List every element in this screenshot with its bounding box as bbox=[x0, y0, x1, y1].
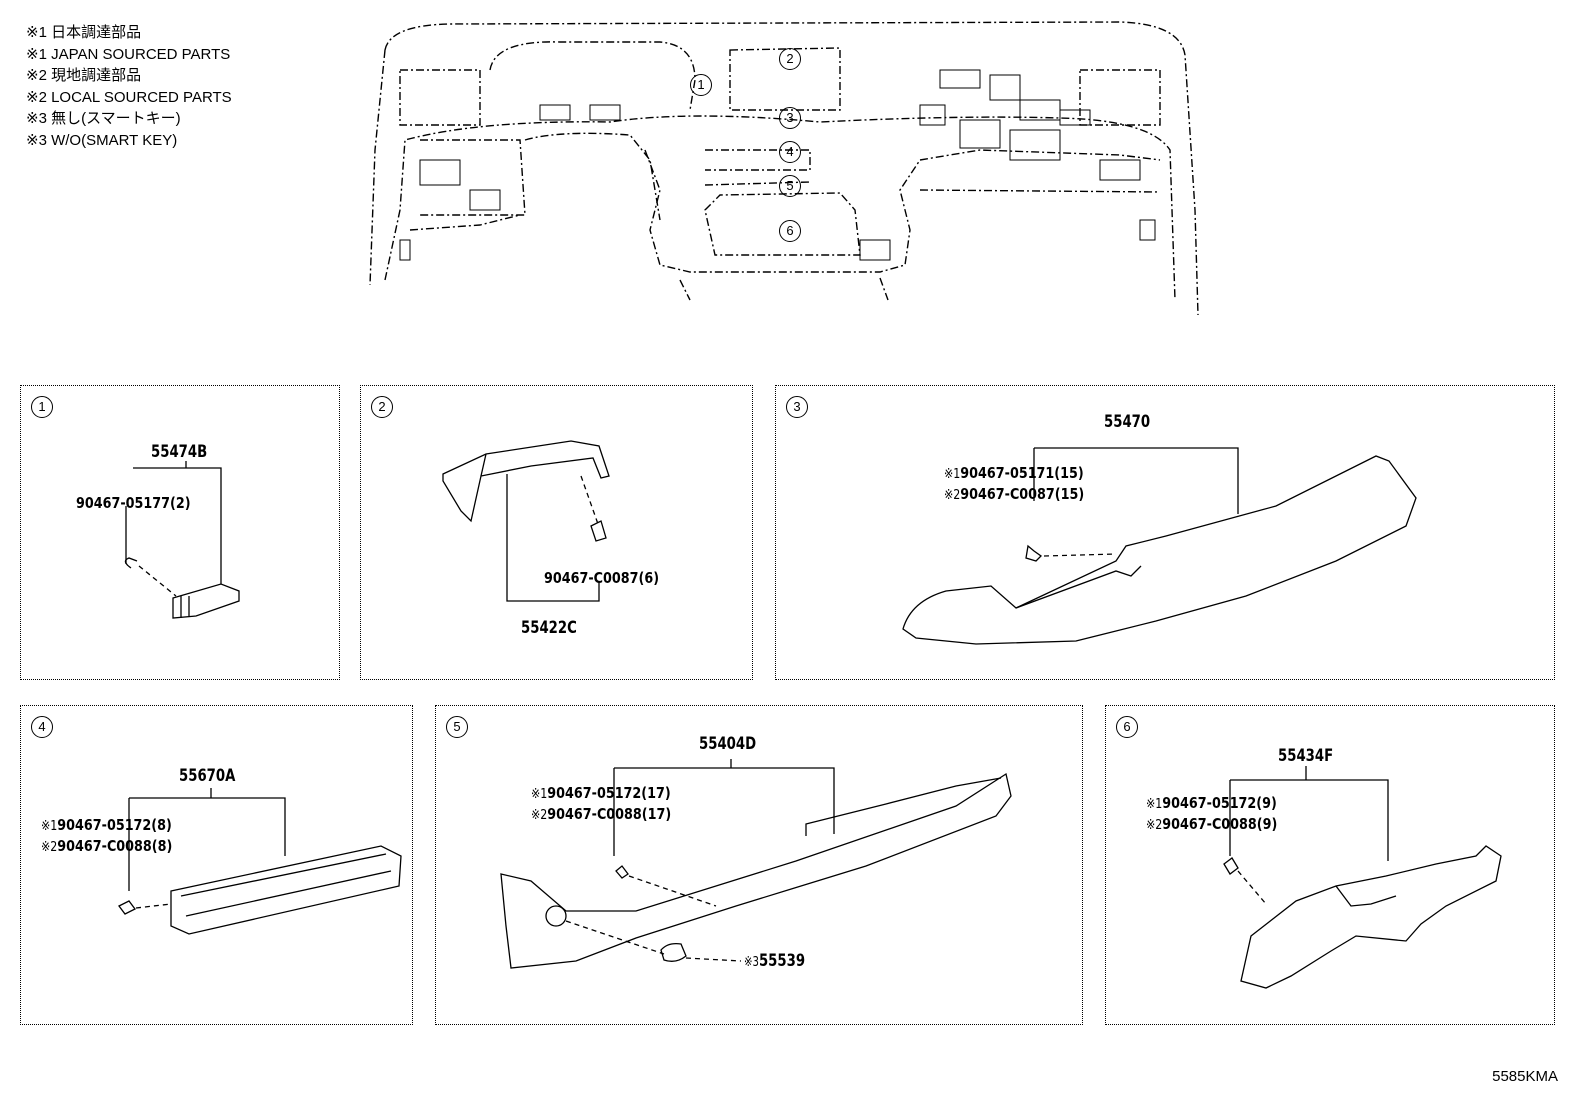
legend-line: ※2 LOCAL SOURCED PARTS bbox=[26, 88, 232, 106]
fastener-part-number-japan: ※190467-05172(8) bbox=[41, 816, 172, 834]
panel-3-drawing bbox=[902, 447, 1417, 645]
panel-1-number: 1 bbox=[31, 396, 53, 418]
panel-4-drawing bbox=[118, 788, 402, 935]
panel-5-drawing bbox=[500, 759, 1012, 969]
overview-marker-4: 4 bbox=[779, 141, 801, 163]
fastener-part-number-japan: ※190467-05172(9) bbox=[1146, 794, 1277, 812]
overview-marker-3: 3 bbox=[779, 107, 801, 129]
part-number-55670A: 55670A bbox=[179, 766, 236, 786]
part-number-55470: 55470 bbox=[1104, 412, 1151, 432]
panel-6-number: 6 bbox=[1116, 716, 1138, 738]
legend-line: ※1 JAPAN SOURCED PARTS bbox=[26, 45, 231, 63]
fastener-part-number-local: ※290467-C0087(15) bbox=[944, 485, 1085, 503]
fastener-part-number: 90467-C0087(6) bbox=[544, 569, 660, 587]
fastener-part-number-local: ※290467-C0088(17) bbox=[531, 805, 672, 823]
part-number-55474B: 55474B bbox=[151, 442, 208, 462]
panel-6: 6 55434F ※190467-05172(9) ※290467-C0088(… bbox=[1105, 705, 1555, 1025]
fastener-part-number: 90467-05177(2) bbox=[76, 494, 191, 512]
legend-line: ※1 日本調達部品 bbox=[26, 24, 142, 41]
panel-4-number: 4 bbox=[31, 716, 53, 738]
part-number-55422C: 55422C bbox=[521, 618, 577, 638]
legend: ※1 日本調達部品 ※1 JAPAN SOURCED PARTS ※2 現地調達… bbox=[26, 22, 232, 151]
part-number-55404D: 55404D bbox=[699, 734, 757, 754]
legend-line: ※2 現地調達部品 bbox=[26, 67, 142, 84]
fastener-part-number-local: ※290467-C0088(8) bbox=[41, 837, 173, 855]
fastener-part-number-japan: ※190467-05171(15) bbox=[944, 464, 1084, 482]
part-number-55539: ※355539 bbox=[744, 951, 806, 971]
legend-line: ※3 無し(スマートキー) bbox=[26, 110, 181, 127]
overview-marker-6: 6 bbox=[779, 220, 801, 242]
dashboard-overview: 1 2 3 4 5 6 bbox=[360, 10, 1220, 320]
overview-marker-2: 2 bbox=[779, 48, 801, 70]
panel-2-number: 2 bbox=[371, 396, 393, 418]
overview-marker-5: 5 bbox=[779, 175, 801, 197]
overview-marker-1: 1 bbox=[690, 74, 712, 96]
diagram-code: 5585KMA bbox=[1492, 1068, 1558, 1085]
panel-2: 2 90467-C0087(6) 55422C bbox=[360, 385, 753, 680]
panel-4: 4 55670A ※190467-05172(8) ※290467-C0088(… bbox=[20, 705, 413, 1025]
panel-1: 1 55474B 90467-05177(2) bbox=[20, 385, 340, 680]
legend-line: ※3 W/O(SMART KEY) bbox=[26, 131, 178, 149]
part-number-55434F: 55434F bbox=[1278, 746, 1334, 766]
panel-3-number: 3 bbox=[786, 396, 808, 418]
fastener-part-number-local: ※290467-C0088(9) bbox=[1146, 815, 1278, 833]
dashboard-outline-drawing bbox=[369, 21, 1199, 316]
fastener-part-number-japan: ※190467-05172(17) bbox=[531, 784, 671, 802]
panel-2-drawing bbox=[442, 440, 610, 602]
panel-3: 3 55470 ※190467-05171(15) ※290467-C0087(… bbox=[775, 385, 1555, 680]
panel-5-number: 5 bbox=[446, 716, 468, 738]
panel-6-drawing bbox=[1223, 766, 1502, 989]
panel-5: 5 55404D ※190467-05172(17) ※290467-C0088… bbox=[435, 705, 1083, 1025]
panel-1-drawing bbox=[124, 461, 240, 619]
